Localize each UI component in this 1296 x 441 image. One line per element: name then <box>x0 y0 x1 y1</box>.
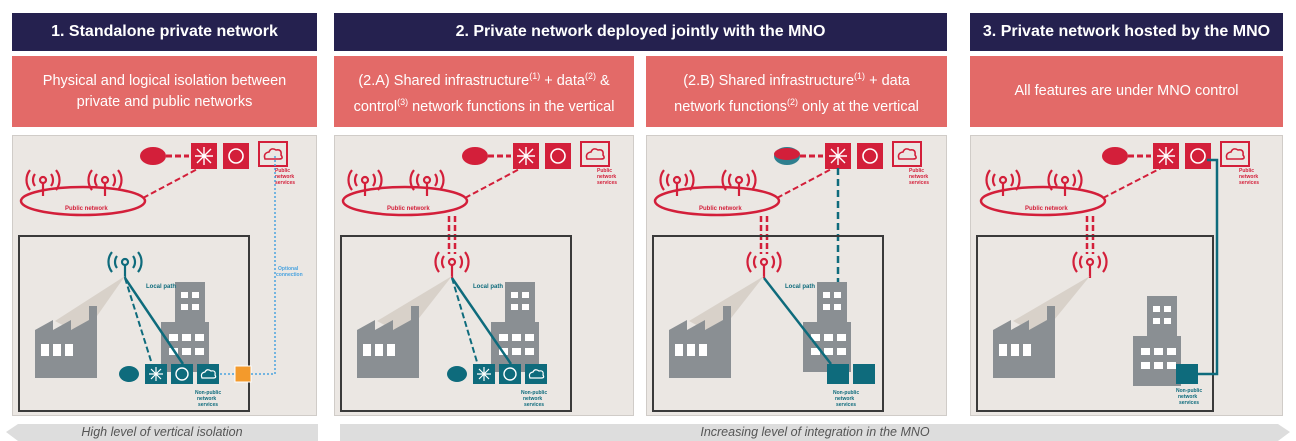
svg-text:Public network: Public network <box>699 206 742 212</box>
firewall-icon <box>234 365 252 383</box>
diagram-2a-graphic: Public network services Public network L… <box>340 141 617 412</box>
svg-text:Local path: Local path <box>473 284 503 290</box>
svg-text:services: services <box>524 402 544 408</box>
svg-text:network: network <box>597 174 616 180</box>
building-icon <box>161 282 209 372</box>
svg-text:Non-public: Non-public <box>521 390 547 396</box>
diagram-standalone-graphic: Public network services Public network L… <box>18 141 303 412</box>
core-functions-teal <box>144 363 220 385</box>
private-site-frame <box>18 235 250 412</box>
svg-text:services: services <box>275 180 295 186</box>
public-network-ellipse <box>19 185 147 217</box>
header-standalone: 1. Standalone private network <box>12 13 317 51</box>
core-functions-red <box>140 141 288 170</box>
diagram-2b-graphic: Public network services Public network L… <box>652 141 929 412</box>
box-standalone-text: Physical and logical isolation between p… <box>42 72 287 110</box>
box-standalone: Physical and logical isolation between p… <box>12 56 317 127</box>
box-2a: (2.A) Shared infrastructure(1) + data(2)… <box>334 56 634 127</box>
diagram-hosted-graphic: Public network services Public network N… <box>976 141 1259 412</box>
svg-text:Public network: Public network <box>387 206 430 212</box>
svg-text:services: services <box>836 402 856 408</box>
svg-text:network: network <box>1178 394 1197 400</box>
diagram-hosted: Public network services Public network N… <box>970 135 1283 416</box>
antenna-icon <box>87 168 123 198</box>
svg-text:Public: Public <box>597 168 612 174</box>
diagram-2a: Public network services Public network L… <box>334 135 634 416</box>
public-network-label: Public network <box>65 206 108 212</box>
box-2b: (2.B) Shared infrastructure(1) + data ne… <box>646 56 947 127</box>
svg-text:network: network <box>523 396 542 402</box>
svg-text:network: network <box>1239 174 1258 180</box>
svg-text:services: services <box>597 180 617 186</box>
svg-text:services: services <box>1179 400 1199 406</box>
diagram-2b: Public network services Public network L… <box>646 135 947 416</box>
svg-text:Public: Public <box>909 168 924 174</box>
svg-text:Non-public: Non-public <box>833 390 859 396</box>
svg-text:network: network <box>197 396 216 402</box>
svg-text:services: services <box>1239 180 1259 186</box>
svg-text:services: services <box>909 180 929 186</box>
antenna-icon <box>107 250 143 280</box>
arrow-isolation-label: High level of vertical isolation <box>81 425 243 439</box>
svg-text:network: network <box>275 174 294 180</box>
svg-text:services: services <box>198 402 218 408</box>
box-hosted-text: All features are under MNO control <box>1014 83 1239 99</box>
diagram-standalone: Public network services Public network L… <box>12 135 317 416</box>
public-services-label: Public <box>275 168 290 174</box>
svg-text:network: network <box>835 396 854 402</box>
svg-text:network: network <box>909 174 928 180</box>
svg-text:Local path: Local path <box>785 284 815 290</box>
svg-text:Public network: Public network <box>1025 206 1068 212</box>
svg-text:Non-public: Non-public <box>1176 388 1202 394</box>
svg-text:Public: Public <box>1239 168 1254 174</box>
nonpublic-services-label: Non-public <box>195 390 221 396</box>
arrow-integration: Increasing level of integration in the M… <box>340 424 1290 441</box>
box-hosted: All features are under MNO control <box>970 56 1283 127</box>
header-joint: 2. Private network deployed jointly with… <box>334 13 947 51</box>
box-2a-text: (2.A) Shared infrastructure(1) + data(2)… <box>353 70 615 115</box>
arrow-integration-label: Increasing level of integration in the M… <box>700 425 930 439</box>
arrow-isolation: High level of vertical isolation <box>6 424 318 441</box>
optional-connection-label: Optional <box>278 266 299 272</box>
box-2b-text: (2.B) Shared infrastructure(1) + data ne… <box>674 70 919 115</box>
header-hosted: 3. Private network hosted by the MNO <box>970 13 1283 51</box>
svg-text:connection: connection <box>276 272 303 278</box>
local-path-label: Local path <box>146 284 176 290</box>
